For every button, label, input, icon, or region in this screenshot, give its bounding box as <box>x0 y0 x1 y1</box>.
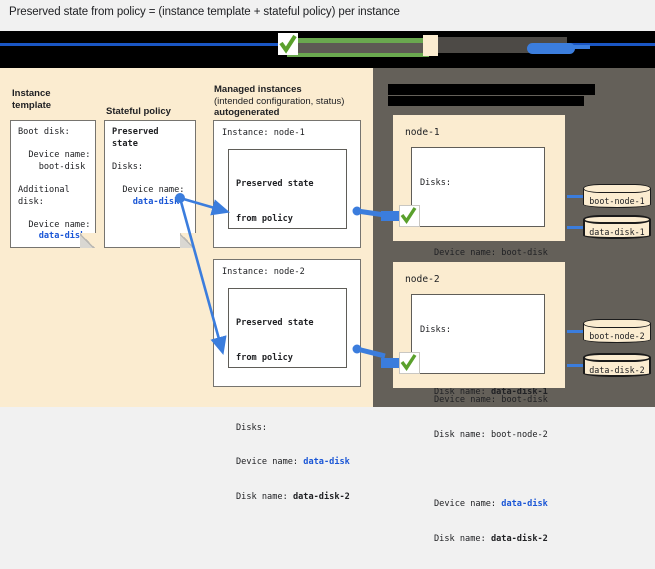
node-2-disks-label: Disks: <box>420 325 452 336</box>
node-1-name: node-1 <box>405 127 440 138</box>
instance-box-node-2: Instance: node-2 Preserved state from po… <box>213 259 361 502</box>
node-1-disks-box: Disks: Device name: boot-disk Disk name:… <box>411 147 548 397</box>
instance-template-data-disk: data-disk <box>38 231 86 242</box>
instance-template-note-text: Boot disk: Device name: boot-disk Additi… <box>18 127 91 242</box>
connector-stub-node-2 <box>381 358 401 368</box>
preserved-state-title-1a: Preserved state <box>236 179 314 190</box>
disk-cylinder-boot-node-1: boot-node-1 <box>583 184 651 208</box>
n2-data-devname-value: data-disk <box>501 499 548 510</box>
instance-template-heading: Instance template <box>12 88 52 111</box>
preserved-state-title-2b: from policy <box>236 352 293 363</box>
n1-boot-devname-value: boot-disk <box>501 247 548 258</box>
stateful-policy-note: Preserved state Disks: Device name: data… <box>104 120 196 248</box>
n1-boot-devname-label: Device name: <box>434 247 497 258</box>
note-fold-corner <box>180 233 196 248</box>
banner-green-rule-bottom <box>287 53 429 57</box>
instance-box-node-1: Instance: node-1 Preserved state from po… <box>213 120 361 363</box>
preserved-state-box-node-2: Preserved state from policy Disks: Devic… <box>228 288 350 502</box>
banner-blue-blob <box>527 43 575 54</box>
disk-cylinder-data-disk-2: data-disk-2 <box>583 353 651 377</box>
instance-node-2-title: Instance: node-2 <box>222 267 305 277</box>
connector-stub-node-1 <box>381 211 401 221</box>
preserved-state-disks-label-2: Disks: <box>236 422 268 433</box>
node-1-disks-label: Disks: <box>420 178 452 189</box>
preserved-state-title-2a: Preserved state <box>236 318 314 329</box>
redacted-bar-1 <box>388 84 595 95</box>
pv2-devname-label: Device name: <box>236 457 299 468</box>
pv2-diskname-value: data-disk-2 <box>292 492 350 503</box>
disk-link-data-1 <box>567 226 585 229</box>
node-2-disks-box: Disks: Device name: boot-disk Disk name:… <box>411 294 548 544</box>
redacted-bar-2 <box>388 96 584 106</box>
disk-link-boot-1 <box>567 195 585 198</box>
n2-boot-devname-label: Device name: <box>434 394 497 405</box>
disk-link-data-2 <box>567 364 585 367</box>
n2-data-diskname-value: data-disk-2 <box>490 533 548 544</box>
diagram-page: Preserved state from policy = (instance … <box>0 6 655 544</box>
n1-data-diskname-label: Disk name: <box>434 386 486 397</box>
n2-boot-devname-value: boot-disk <box>501 394 548 405</box>
disk-cylinder-boot-node-2: boot-node-2 <box>583 319 651 343</box>
redacted-banner <box>0 31 655 68</box>
banner-blue-tail <box>560 45 590 49</box>
pv2-diskname-label: Disk name: <box>236 492 288 503</box>
disk-cylinder-data-disk-1: data-disk-1 <box>583 215 651 239</box>
green-check-icon <box>399 205 420 227</box>
note-fold-corner <box>80 233 96 248</box>
n2-boot-diskname-label: Disk name: <box>434 429 486 440</box>
preserved-state-title-1b: from policy <box>236 213 293 224</box>
stateful-policy-data-disk: data-disk <box>132 196 180 207</box>
n1-data-diskname-value: data-disk-1 <box>490 386 548 397</box>
stateful-policy-note-text: Preserved state Disks: Device name: data… <box>112 127 185 207</box>
preserved-state-box-node-1: Preserved state from policy Disks: Devic… <box>228 149 350 363</box>
green-check-icon <box>278 33 298 55</box>
disk-link-boot-2 <box>567 330 585 333</box>
instance-node-1-title: Instance: node-1 <box>222 128 305 138</box>
pv2-devname-value: data-disk <box>303 457 350 468</box>
diagram-caption: Preserved state from policy = (instance … <box>9 6 400 18</box>
stateful-policy-heading: Stateful policy <box>106 106 171 117</box>
node-2-name: node-2 <box>405 274 440 285</box>
green-check-icon <box>399 352 420 374</box>
banner-green-rule-top <box>287 38 423 43</box>
banner-cream-block <box>423 35 438 56</box>
n2-data-devname-label: Device name: <box>434 499 497 510</box>
n2-boot-diskname-value: boot-node-2 <box>490 429 548 440</box>
instance-template-note: Boot disk: Device name: boot-disk Additi… <box>10 120 96 248</box>
managed-instances-heading: Managed instances (intended configuratio… <box>214 84 345 118</box>
node-card-2: node-2 Disks: Device name: boot-disk Dis… <box>393 262 565 544</box>
n2-data-diskname-label: Disk name: <box>434 533 486 544</box>
